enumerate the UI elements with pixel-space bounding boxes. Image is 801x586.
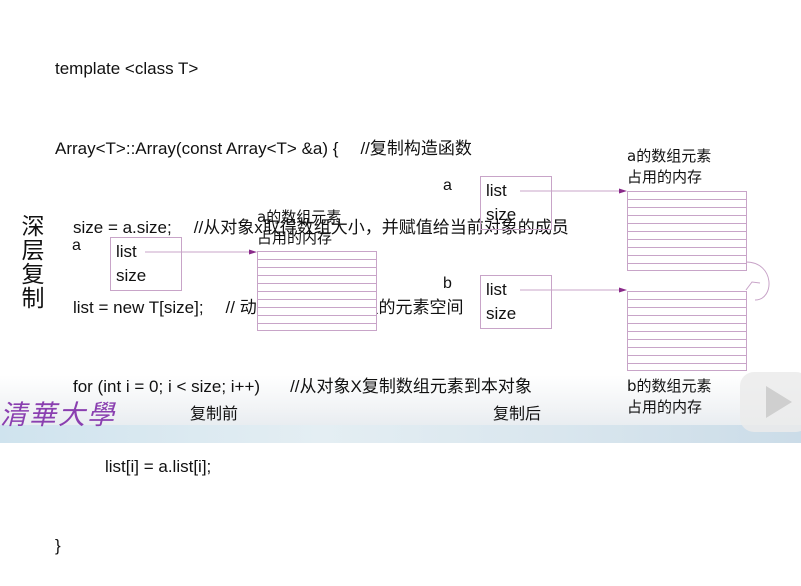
after-a-object-box: list size bbox=[480, 176, 552, 230]
arrowhead bbox=[619, 188, 627, 194]
footer-wave-decoration bbox=[0, 425, 801, 443]
code-comment: //复制构造函数 bbox=[360, 138, 472, 158]
field-size: size bbox=[486, 304, 517, 323]
code-line: size = a.size;//从对象x取得数组大小，并赋值给当前对象的成员 bbox=[73, 218, 569, 237]
code-line: } bbox=[55, 536, 61, 555]
code-line: list[i] = a.list[i]; bbox=[105, 456, 212, 476]
after-a-memory-label: a的数组元素 占用的内存 bbox=[627, 147, 712, 186]
code-line: template <class T> bbox=[55, 59, 199, 78]
after-b-memory-block bbox=[627, 291, 747, 371]
after-b-memory-label: b的数组元素 占用的内存 bbox=[627, 377, 712, 416]
play-icon[interactable] bbox=[740, 372, 801, 432]
before-memory-block bbox=[257, 251, 377, 331]
field-size: size bbox=[116, 266, 147, 285]
copy-curved-arrow bbox=[745, 261, 770, 301]
arrowhead bbox=[619, 287, 627, 293]
code-comment: //从对象X复制数组元素到本对象 bbox=[290, 377, 532, 396]
field-size: size bbox=[486, 205, 517, 224]
after-a-object-name: a bbox=[443, 177, 452, 194]
before-object-name: a bbox=[72, 237, 81, 254]
after-a-memory-block bbox=[627, 191, 747, 271]
field-list: list bbox=[486, 280, 507, 299]
after-b-object-box: list size bbox=[480, 275, 552, 329]
field-list: list bbox=[116, 242, 137, 261]
after-caption: 复制后 bbox=[493, 406, 542, 423]
before-memory-label: a的数组元素 占用的内存 bbox=[257, 208, 342, 247]
field-list: list bbox=[486, 181, 507, 200]
before-object-box: list size bbox=[110, 237, 182, 291]
side-title: 深层复制 bbox=[17, 214, 43, 310]
code-comment: //从对象x取得数组大小，并赋值给当前对象的成员 bbox=[193, 218, 569, 237]
tsinghua-logo: 清華大學 bbox=[0, 400, 116, 431]
before-caption: 复制前 bbox=[190, 406, 239, 423]
arrowhead bbox=[249, 249, 257, 255]
after-b-object-name: b bbox=[443, 275, 452, 292]
code-line: for (int i = 0; i < size; i++)//从对象X复制数组… bbox=[73, 377, 532, 396]
diagram-arrows bbox=[145, 188, 770, 301]
code-line: Array<T>::Array(const Array<T> &a) {//复制… bbox=[55, 138, 472, 158]
